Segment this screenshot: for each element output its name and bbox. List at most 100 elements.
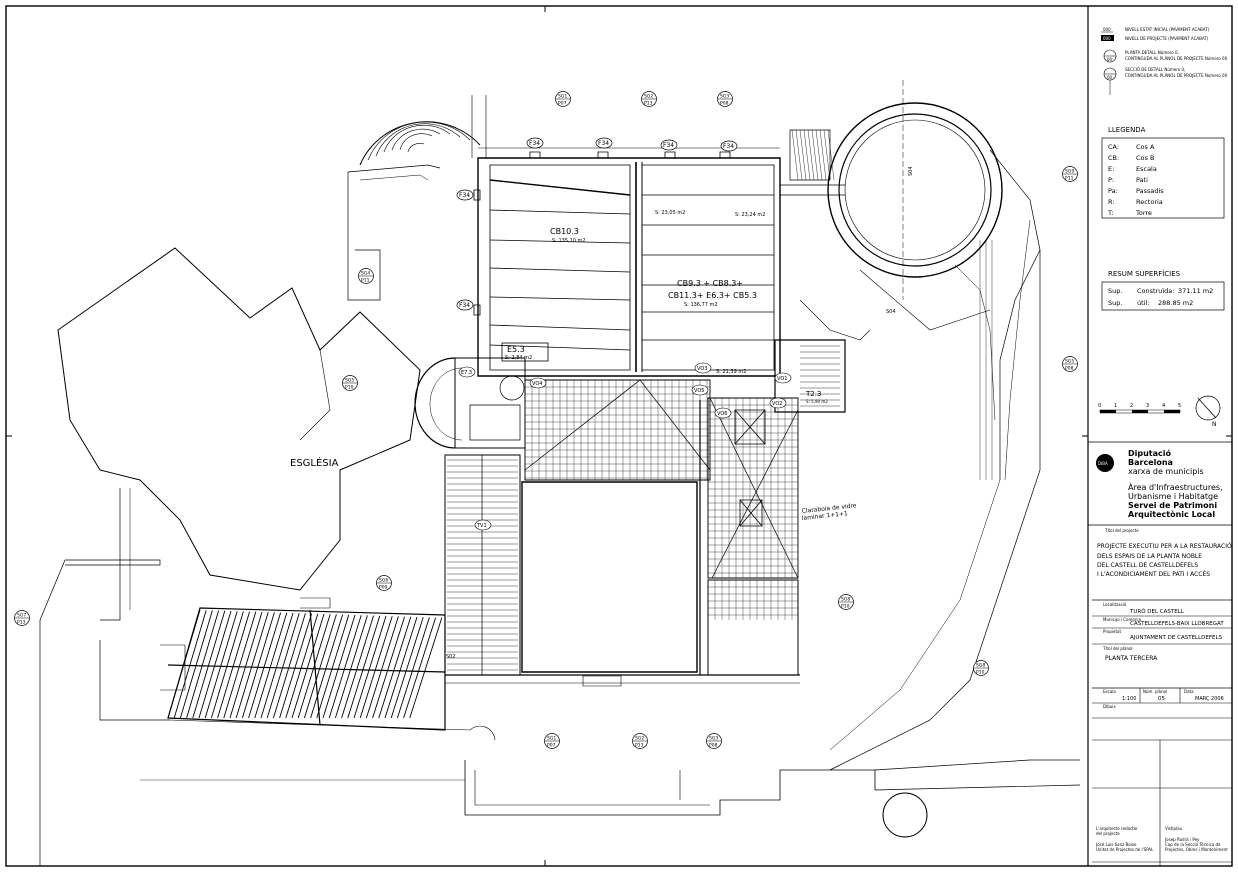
architect-role: Unitat de Projectes de l'SPAL — [1096, 847, 1154, 852]
north-arrow-icon: N — [1195, 395, 1221, 428]
section-marker-sheet: P07 — [558, 101, 567, 107]
section-marker-sheet: P13 — [644, 101, 653, 107]
architect-label-2: del projecte — [1096, 831, 1120, 836]
legend-code: E: — [1108, 165, 1114, 173]
legend-existing-level: NIVELL ESTAT INICIAL (PAVIMENT ACABAT) — [1125, 27, 1210, 32]
promoter-value: AJUNTAMENT DE CASTELLDEFELS — [1130, 635, 1223, 641]
section-marker-code: SG4 — [361, 271, 370, 277]
plan-title-label: Títol del plànol — [1102, 646, 1133, 651]
section-marker-sheet: P08 — [720, 101, 729, 107]
section-markers: SG1P07SG2P13SG3P08SG4P11SG5P10SG6P09SG7P… — [14, 91, 1078, 749]
municipality-label: Municipi i Comarca — [1103, 617, 1142, 622]
legend-detail-plan: PLANTA DETALL Número 0, — [1125, 50, 1179, 55]
e53-area: S: 2,84 m2 — [505, 355, 532, 361]
scale-tick-1: 1 — [1114, 403, 1117, 409]
institution-name-3: xarxa de municipis — [1128, 467, 1204, 476]
symbol-legend: 000 NIVELL ESTAT INICIAL (PAVIMENT ACABA… — [1101, 27, 1228, 95]
section-marker-code: SG5 — [1065, 359, 1074, 365]
legend-detail-section-2: CONTINGUDA AL PLÀNOL DE PROJECTE Número … — [1125, 73, 1228, 78]
surface-code-useful: Sup. — [1108, 299, 1122, 307]
approval-role-2: Projectes, Obres i Manteniment — [1165, 847, 1228, 852]
logo-text: DIBA — [1098, 461, 1108, 466]
surface-value-useful: 288.85 m2 — [1158, 299, 1193, 307]
main-block-walls — [478, 158, 780, 376]
date-value: MARÇ 2006 — [1195, 696, 1224, 702]
approval-label: Vistiplau — [1165, 826, 1183, 831]
plan-number-value: 05 — [1158, 696, 1165, 702]
surface-code-built: Sup. — [1108, 287, 1122, 295]
skylight-label-2: laminar 1+1+1 — [801, 510, 848, 522]
tag-vo3: VO3 — [697, 366, 707, 372]
institution-area-1: Àrea d'Infraestructures, — [1128, 481, 1223, 492]
legend-list: CA:Cos ACB:Cos BE:EscalaP:PatiPa:Passadí… — [1107, 143, 1164, 217]
project-line-1: PROJECTE EXECUTIU PER A LA RESTAURACIÓ — [1097, 543, 1232, 550]
tag-vo1: VO1 — [777, 376, 787, 382]
plan-number-label: Núm. plànol — [1143, 689, 1167, 694]
legend-label: Torre — [1135, 209, 1152, 217]
scale-value: 1:100 — [1122, 696, 1136, 702]
s02-label: S02 — [446, 654, 456, 660]
section-marker-code: SG1 — [558, 94, 567, 100]
scale-tick-3: 3 — [1146, 403, 1149, 409]
section-marker-code: SG1 — [547, 736, 556, 742]
location-value: TURÓ DEL CASTELL — [1129, 608, 1185, 615]
room-cb9-label-2: CB11.3+ E6.3+ CB5.3 — [668, 291, 757, 300]
legend-label: Cos B — [1136, 154, 1154, 162]
tag-vo2: VO2 — [772, 401, 782, 407]
municipality-value: CASTELLDEFELS-BAIX LLOBREGAT — [1130, 621, 1224, 627]
north-label: N — [1212, 421, 1217, 428]
church-outline — [58, 248, 420, 590]
approval-role-1: Cap de la Secció Tècnica de — [1165, 842, 1221, 847]
symbol-project-level: 000 — [1103, 36, 1111, 41]
section-marker-sheet: P10 — [345, 385, 354, 391]
legend-code: T: — [1107, 209, 1113, 217]
section-marker-sheet: P13 — [17, 620, 26, 626]
section-marker-sheet: P08 — [1065, 366, 1074, 372]
plan-title-value: PLANTA TERCERA — [1105, 655, 1158, 662]
surface-label-built: Construïda: — [1137, 287, 1174, 295]
window-tag-f34: F34 — [529, 140, 540, 147]
legend-code: CB: — [1108, 154, 1119, 162]
semicircular-stair — [360, 122, 480, 165]
e53-label: E5.3 — [507, 345, 525, 354]
area-b-label: S: 23,24 m2 — [735, 212, 765, 218]
room-cb9-bays — [642, 165, 774, 370]
round-tower — [828, 80, 1002, 300]
room-cb10-area: S: 135,10 m2 — [552, 238, 586, 244]
scale-tick-4: 4 — [1162, 403, 1165, 409]
patio-tiled-floor — [525, 380, 710, 480]
tower-section-label: S04 — [908, 166, 914, 176]
section-marker-sheet: P10 — [976, 670, 985, 676]
room-cb10-label: CB10.3 — [550, 227, 579, 236]
institution-logo: DIBA — [1096, 454, 1114, 472]
room-cb9-area: S: 136,77 m2 — [684, 302, 718, 308]
symbol-detail-section: 00 — [1107, 75, 1113, 80]
tag-vo4: VO4 — [532, 381, 542, 387]
architect-label-1: L'arquitecte redactor — [1096, 826, 1138, 831]
area-c-label: S: 21,39 m2 — [716, 369, 746, 375]
legend-project-level: NIVELL DE PROJECTE (PAVIMENT ACABAT) — [1125, 36, 1209, 41]
facade-openings — [474, 152, 730, 315]
section-marker-code: SG6 — [379, 578, 388, 584]
legend-title: LLEGENDA — [1108, 126, 1146, 134]
legend-label: Pati — [1136, 176, 1148, 184]
element-tags: E7.3 VO4 VO3 VO1 VO2 VO5 VO6 TV1 — [458, 362, 792, 531]
legend-label: Rectoria — [1136, 198, 1163, 206]
graphic-scale-bar: 0 1 2 3 4 5 — [1098, 403, 1181, 414]
approval-name: Josep Rodrà i Pey — [1164, 837, 1200, 842]
scale-tick-2: 2 — [1130, 403, 1133, 409]
turret-wall — [415, 358, 455, 448]
window-tag-f34: F34 — [723, 143, 734, 150]
date-label: Data — [1184, 689, 1194, 694]
project-title-label: Títol del projecte — [1104, 528, 1139, 533]
scale-tick-0: 0 — [1098, 403, 1101, 409]
promoter-label: Propietat — [1103, 629, 1121, 634]
